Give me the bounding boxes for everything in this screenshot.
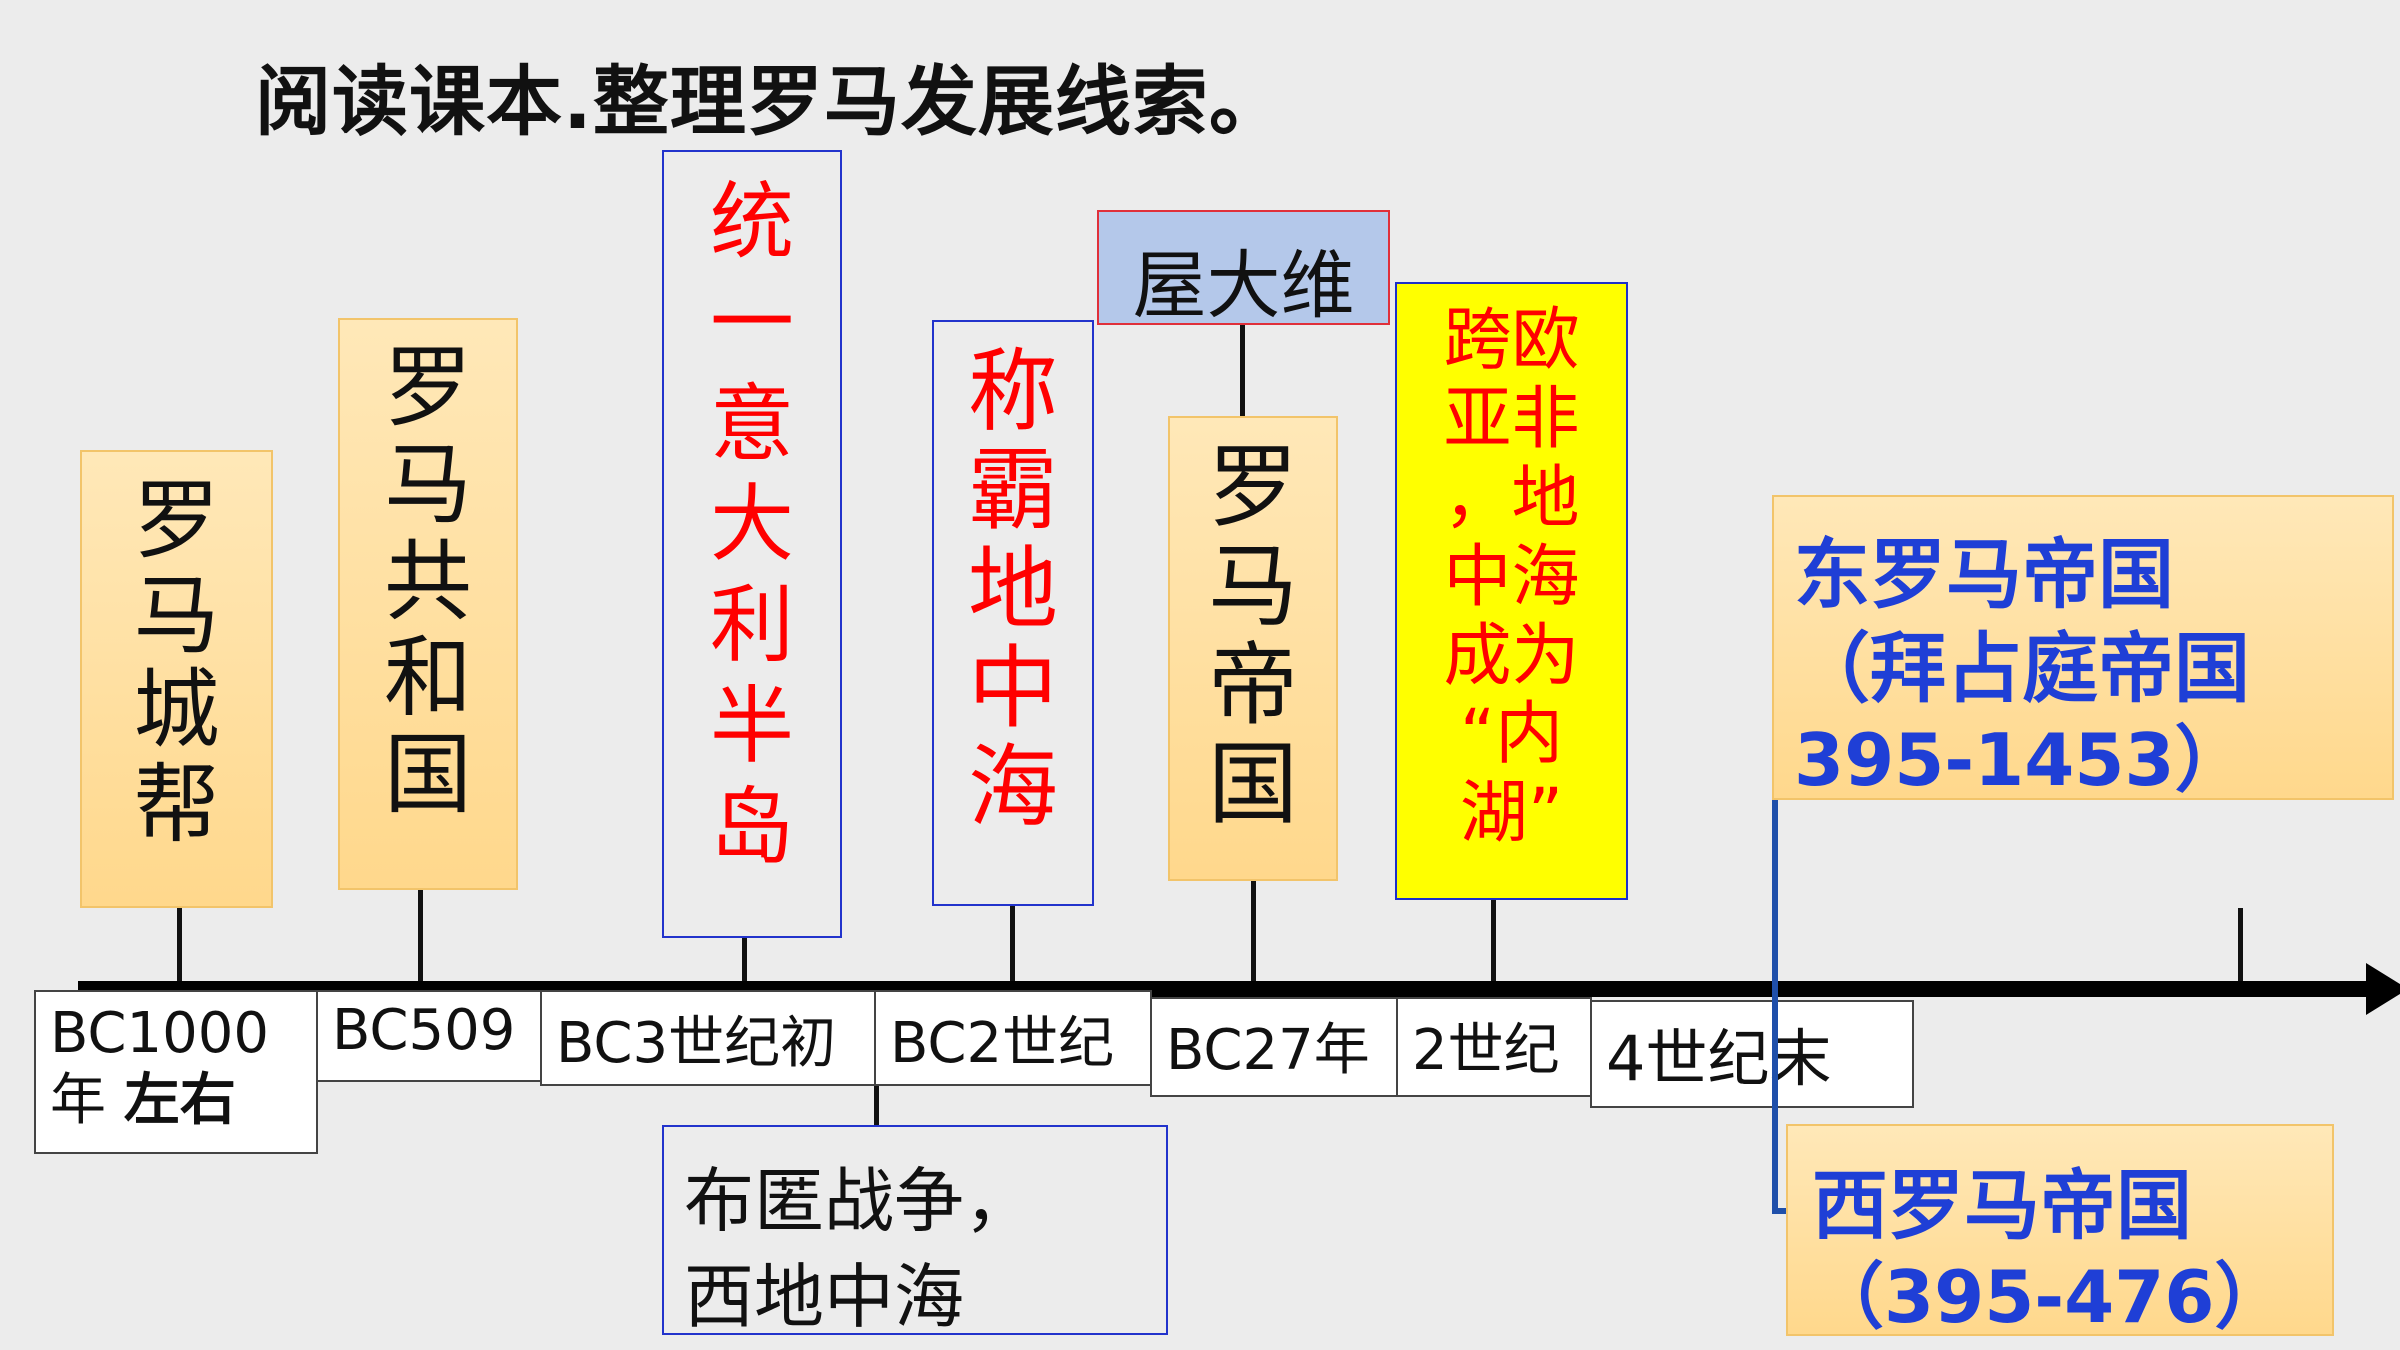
tick-unify-italy (742, 938, 747, 984)
event-char: 霸 (968, 438, 1058, 543)
date-label-4c-end: 4世纪末 (1590, 1000, 1914, 1108)
west-rome-line1: 西罗马帝国 (1812, 1161, 2192, 1250)
punic-war-line1: 布匿战争， (684, 1160, 1034, 1242)
date-label-bc2c: BC2世纪 (874, 990, 1152, 1086)
event-char: 大 (709, 475, 794, 574)
event-char: 海 (968, 735, 1058, 840)
inner-lake-line: ，地 (1443, 458, 1580, 538)
event-box-unify-italy: 统一意大利半岛 (662, 150, 842, 938)
event-char: 国 (383, 723, 472, 827)
east-rome-line1: 东罗马帝国 (1794, 530, 2174, 619)
page-title: 阅读课本.整理罗马发展线索。 (255, 57, 1286, 146)
event-box-republic: 罗马共和国 (338, 318, 518, 890)
inner-lake-line: 跨欧 (1443, 301, 1580, 380)
split-bracket-line (1772, 800, 1778, 1214)
event-char: 利 (709, 576, 794, 675)
event-char: 统 (709, 173, 794, 271)
event-text-unify-italy: 统一意大利半岛 (664, 172, 840, 878)
event-char: 马 (133, 565, 220, 666)
inner-lake-line: 亚非 (1443, 379, 1580, 459)
event-char: 马 (1208, 534, 1298, 639)
event-text-mediterranean: 称霸地中海 (934, 342, 1092, 837)
date-label-bc1000: BC1000 年 左右 (34, 990, 318, 1154)
tick-republic (418, 890, 423, 984)
tick-future (2238, 908, 2243, 984)
event-char: 城 (133, 660, 220, 761)
octavian-label: 屋大维 (1132, 243, 1355, 329)
east-rome-line3: 395-1453） (1794, 718, 2247, 802)
west-rome-box: 西罗马帝国 （395-476） (1786, 1124, 2334, 1339)
event-text-empire: 罗马帝国 (1170, 438, 1336, 834)
inner-lake-line: 成为 (1443, 616, 1580, 696)
punic-connector (874, 1086, 879, 1126)
event-char: 地 (968, 537, 1058, 642)
tick-inner-lake (1491, 900, 1496, 984)
event-char: 和 (383, 626, 472, 730)
event-box-empire: 罗马帝国 (1168, 416, 1338, 881)
event-char: 半 (709, 676, 794, 775)
event-char: 国 (1208, 732, 1298, 837)
event-char: 罗 (383, 336, 472, 439)
event-char: 称 (968, 339, 1058, 444)
event-char: 罗 (1208, 435, 1298, 540)
inner-lake-line: 湖” (1459, 774, 1564, 854)
date-label-bc27: BC27年 (1150, 997, 1398, 1097)
octavian-box: 屋大维 (1097, 210, 1390, 329)
event-char: 帝 (1208, 633, 1298, 738)
east-rome-box: 东罗马帝国 （拜占庭帝国 395-1453） (1772, 495, 2394, 802)
octavian-connector (1240, 325, 1245, 416)
west-rome-line2: （395-476） (1812, 1255, 2287, 1339)
east-rome-line2: （拜占庭帝国 (1794, 624, 2250, 713)
inner-lake-text: 跨欧亚非，地中海成为“内湖” (1397, 301, 1626, 854)
event-char: 中 (968, 636, 1058, 741)
event-char: 意 (709, 374, 794, 473)
tick-mediterranean (1010, 906, 1015, 984)
event-char: 帮 (133, 754, 220, 855)
event-text-republic: 罗马共和国 (340, 336, 516, 827)
event-char: 岛 (709, 777, 794, 876)
event-box-mediterranean: 称霸地中海 (932, 320, 1094, 906)
inner-lake-line: “内 (1459, 695, 1564, 775)
date-label-2c: 2世纪 (1396, 997, 1592, 1097)
punic-war-box: 布匿战争， 西地中海 (662, 1125, 1168, 1338)
split-bracket-foot (1772, 1208, 1792, 1214)
event-char: 共 (383, 529, 472, 633)
event-char: 罗 (133, 471, 220, 571)
inner-lake-box: 跨欧亚非，地中海成为“内湖” (1395, 282, 1628, 900)
punic-war-line2: 西地中海 (684, 1256, 964, 1338)
event-box-city-state: 罗马城帮 (80, 450, 273, 908)
date-label-bc509: BC509 (316, 990, 542, 1082)
tick-empire (1251, 881, 1256, 984)
inner-lake-line: 中海 (1443, 537, 1580, 617)
timeline-arrow (2366, 963, 2400, 1015)
tick-city-state (177, 908, 182, 984)
event-char: 马 (383, 432, 472, 536)
event-char: 一 (709, 273, 794, 372)
event-text-city-state: 罗马城帮 (82, 474, 271, 852)
date-label-bc3c: BC3世纪初 (540, 990, 876, 1086)
